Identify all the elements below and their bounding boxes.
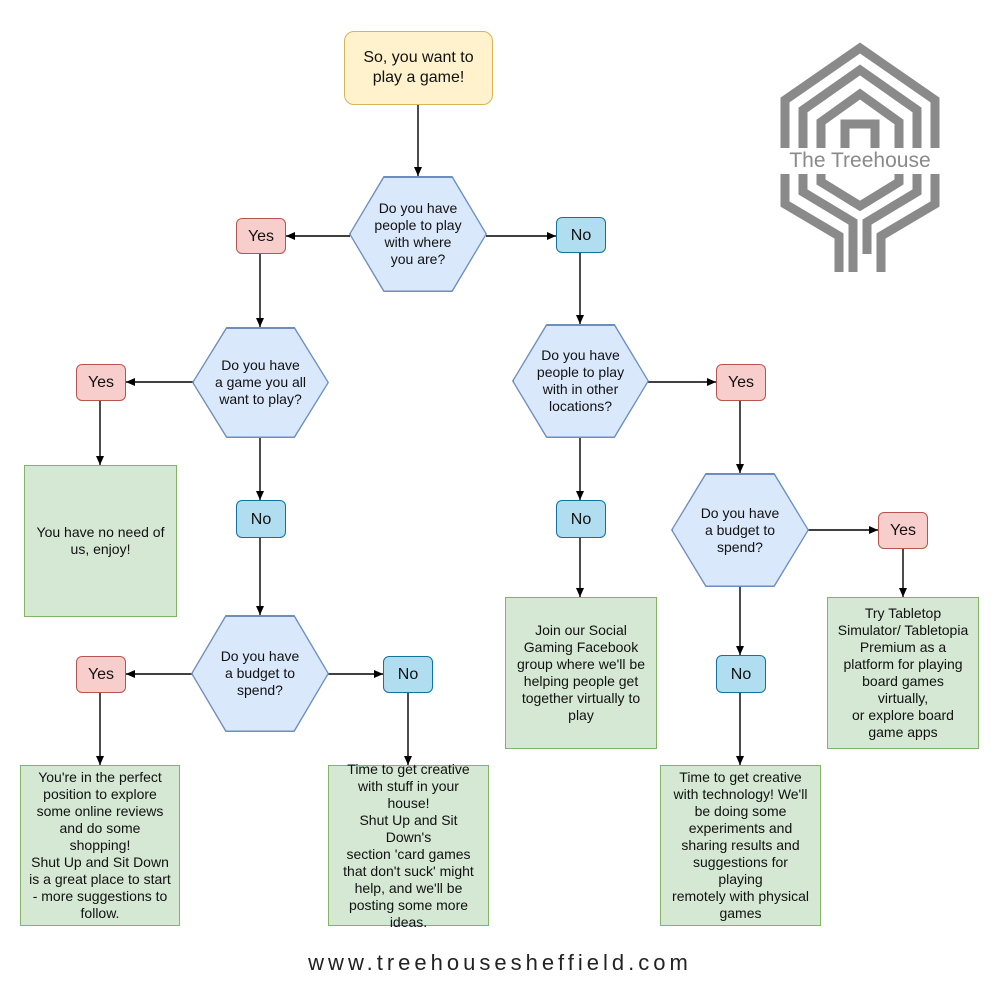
result-creative-house-text: Time to get creative with stuff in your …	[343, 760, 474, 930]
logo-text: The Treehouse	[775, 148, 945, 174]
decision-budget-right-text: Do you have a budget to spend?	[700, 504, 780, 555]
logo-hex-inner	[816, 88, 904, 148]
result-no-need-text: You have no need of us, enjoy!	[36, 524, 165, 557]
result-tabletop-simulator: Try Tabletop Simulator/ Tabletopia Premi…	[827, 597, 979, 749]
result-no-need: You have no need of us, enjoy!	[24, 465, 177, 617]
result-creative-technology: Time to get creative with technology! We…	[660, 765, 821, 926]
decision-budget-right: Do you have a budget to spend?	[672, 474, 808, 586]
start-node-text: So, you want to play a game!	[363, 49, 474, 86]
yes-budget-right: Yes	[878, 512, 928, 549]
no-budget-left: No	[383, 656, 433, 693]
logo-door	[840, 119, 880, 148]
treehouse-logo	[780, 42, 940, 272]
decision-game-all-want-text: Do you have a game you all want to play?	[214, 357, 307, 407]
yes-game-all-want: Yes	[76, 364, 126, 401]
result-online-shopping: You're in the perfect position to explor…	[20, 765, 180, 926]
yes-budget-left: Yes	[76, 656, 126, 693]
result-creative-technology-text: Time to get creative with technology! We…	[672, 769, 809, 921]
decision-budget-left-text: Do you have a budget to spend?	[220, 648, 300, 698]
decision-people-other-text: Do you have people to play with in other…	[536, 347, 625, 414]
logo-hex-outer	[780, 42, 940, 272]
logo-lower-inner	[816, 172, 904, 212]
no-people-other: No	[556, 500, 606, 538]
result-facebook-group-text: Join our Social Gaming Facebook group wh…	[517, 622, 645, 723]
footer-website[interactable]: www.treehousesheffield.com	[308, 950, 692, 975]
logo-hex-middle	[798, 64, 922, 272]
decision-people-here-text: Do you have people to play with where yo…	[374, 200, 462, 267]
decision-budget-left: Do you have a budget to spend?	[192, 616, 328, 731]
start-node: So, you want to play a game!	[344, 31, 493, 105]
yes-people-other: Yes	[716, 364, 766, 401]
yes-people-here: Yes	[236, 218, 286, 254]
result-tabletop-simulator-text: Try Tabletop Simulator/ Tabletopia Premi…	[837, 605, 969, 740]
result-creative-house: Time to get creative with stuff in your …	[328, 761, 489, 930]
result-online-shopping-text: You're in the perfect position to explor…	[29, 769, 171, 921]
no-people-here: No	[556, 217, 606, 253]
result-facebook-group: Join our Social Gaming Facebook group wh…	[505, 597, 657, 749]
no-budget-right: No	[716, 655, 766, 693]
no-game-all-want: No	[236, 500, 286, 538]
